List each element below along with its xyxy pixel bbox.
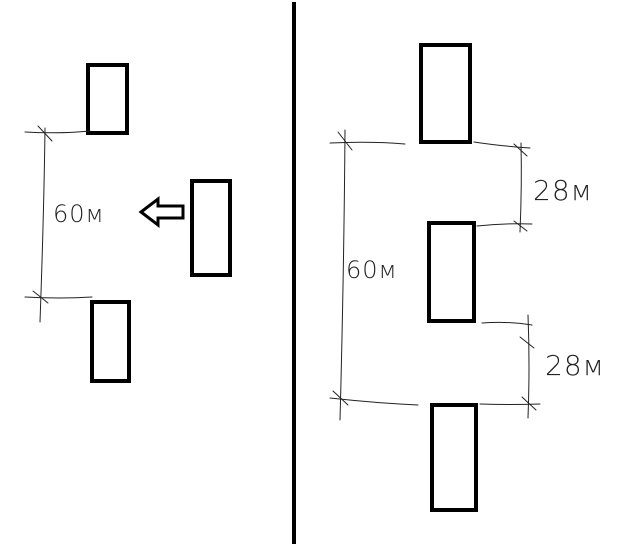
left-arrow-icon	[138, 195, 185, 229]
right-bottom-rectangle	[430, 403, 478, 512]
right-middle-rectangle	[427, 221, 476, 323]
left-middle-rectangle	[190, 179, 232, 277]
right-lower-gap-label: 28м	[545, 349, 605, 382]
left-top-rectangle	[86, 63, 129, 135]
left-bottom-rectangle	[90, 300, 131, 383]
right-total-dimension-line	[329, 129, 419, 421]
right-upper-gap-dimension-line	[473, 141, 533, 233]
left-dimension-line	[24, 125, 93, 323]
right-top-rectangle	[419, 43, 472, 144]
right-lower-gap-dimension-line	[479, 314, 541, 419]
right-panel: 60м 28м 28м	[329, 43, 605, 512]
left-panel: 60м	[24, 63, 232, 383]
right-total-label: 60м	[346, 256, 398, 284]
right-upper-gap-label: 28м	[533, 174, 593, 207]
left-distance-label: 60м	[53, 200, 105, 228]
